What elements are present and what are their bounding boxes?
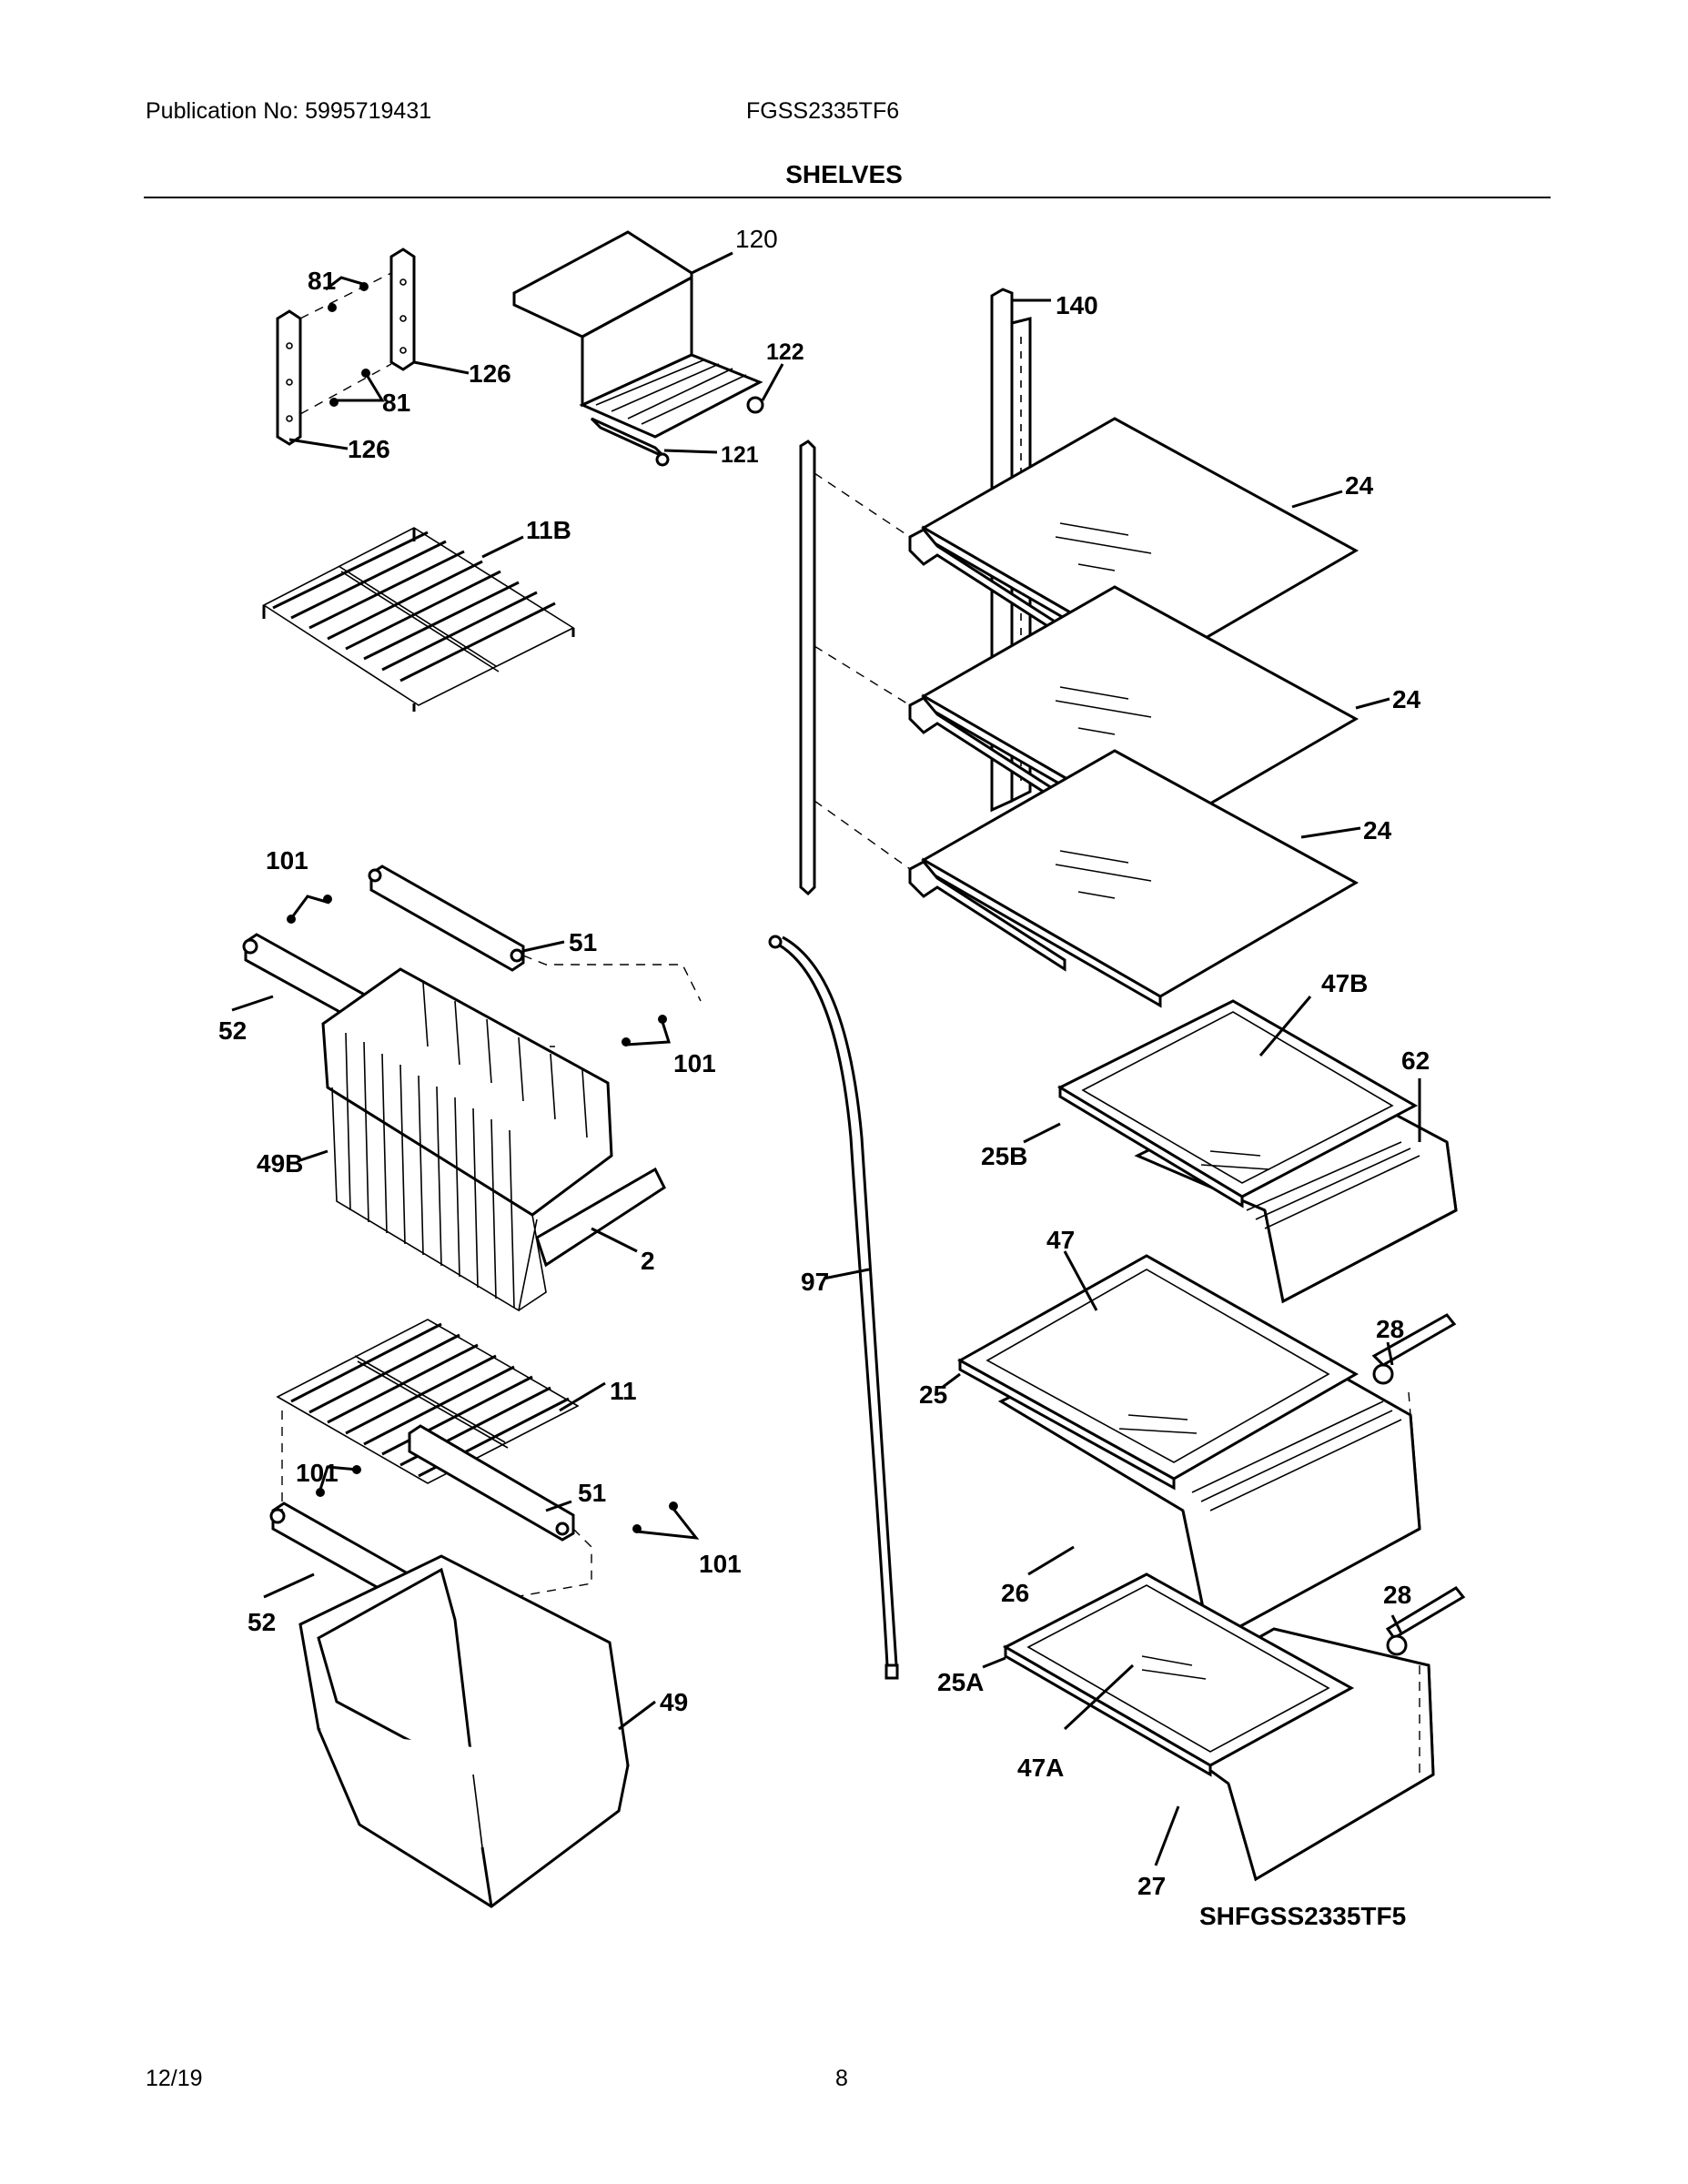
label-51: 51 (569, 928, 597, 956)
label-25: 25 (919, 1380, 947, 1409)
label-27: 27 (1137, 1872, 1166, 1900)
footer-date: 12/19 (146, 2066, 203, 2091)
page-title: SHELVES (785, 160, 903, 188)
model-number: FGSS2335TF6 (746, 98, 900, 124)
bracket-28-upper (1371, 1313, 1457, 1385)
bin-49 (298, 1554, 630, 1908)
label-101: 101 (266, 846, 308, 875)
tube-97 (768, 935, 899, 1680)
publication-number: Publication No: 5995719431 (146, 98, 432, 124)
label-28: 28 (1383, 1581, 1411, 1609)
support-122 (746, 396, 764, 414)
bracket-126-right (389, 248, 416, 371)
label-101: 101 (673, 1049, 716, 1077)
support-121 (590, 417, 670, 467)
wire-shelf-11B (262, 527, 575, 712)
label-140: 140 (1056, 291, 1098, 319)
header-rule (144, 197, 1551, 198)
label-97: 97 (801, 1268, 829, 1296)
label-52: 52 (248, 1608, 276, 1636)
screw-101-lower-group (281, 1410, 678, 1612)
bracket-126-left (276, 309, 302, 446)
label-120: 120 (735, 225, 778, 253)
side-rail-strip (799, 440, 911, 896)
crisper-cover-25 (956, 1254, 1359, 1491)
label-11B: 11B (526, 516, 571, 544)
crisper-cover-25A (1002, 1572, 1355, 1777)
label-47B: 47B (1321, 969, 1368, 997)
part-labels: 81 126 81 126 120 122 121 140 11B 24 24 … (218, 225, 1430, 1930)
label-24: 24 (1345, 471, 1374, 500)
label-25B: 25B (981, 1142, 1027, 1170)
leader-lines (231, 251, 1421, 1866)
label-2: 2 (641, 1247, 655, 1275)
label-28: 28 (1376, 1315, 1404, 1343)
label-25A: 25A (937, 1668, 984, 1696)
label-122: 122 (766, 339, 804, 365)
ice-bin-120 (512, 230, 763, 439)
label-126: 126 (348, 435, 390, 463)
page-number: 8 (835, 2066, 848, 2091)
label-101: 101 (296, 1459, 339, 1487)
crisper-cover-25B (1056, 999, 1419, 1208)
label-51: 51 (578, 1479, 606, 1507)
label-11: 11 (610, 1377, 637, 1405)
label-24: 24 (1392, 685, 1421, 713)
label-121: 121 (721, 442, 759, 468)
slide-rail-51-lower (408, 1424, 575, 1542)
glass-shelf-24-bottom (908, 749, 1359, 1008)
label-49: 49 (660, 1688, 688, 1716)
label-101: 101 (699, 1550, 742, 1578)
label-47: 47 (1046, 1226, 1075, 1254)
diagram-code: SHFGSS2335TF5 (1199, 1902, 1406, 1930)
label-81: 81 (382, 389, 410, 417)
slide-rail-51-upper (368, 864, 525, 972)
label-52: 52 (218, 1016, 247, 1045)
screw-81-group (299, 272, 392, 415)
label-47A: 47A (1017, 1754, 1064, 1782)
label-81: 81 (308, 267, 336, 295)
label-126: 126 (469, 359, 511, 388)
label-24: 24 (1363, 816, 1392, 844)
wire-basket-49B (321, 967, 613, 1312)
label-26: 26 (1001, 1579, 1029, 1607)
label-49B: 49B (257, 1149, 303, 1178)
bracket-28-lower (1385, 1391, 1466, 1774)
trim-2 (535, 1167, 666, 1268)
label-62: 62 (1401, 1046, 1430, 1075)
